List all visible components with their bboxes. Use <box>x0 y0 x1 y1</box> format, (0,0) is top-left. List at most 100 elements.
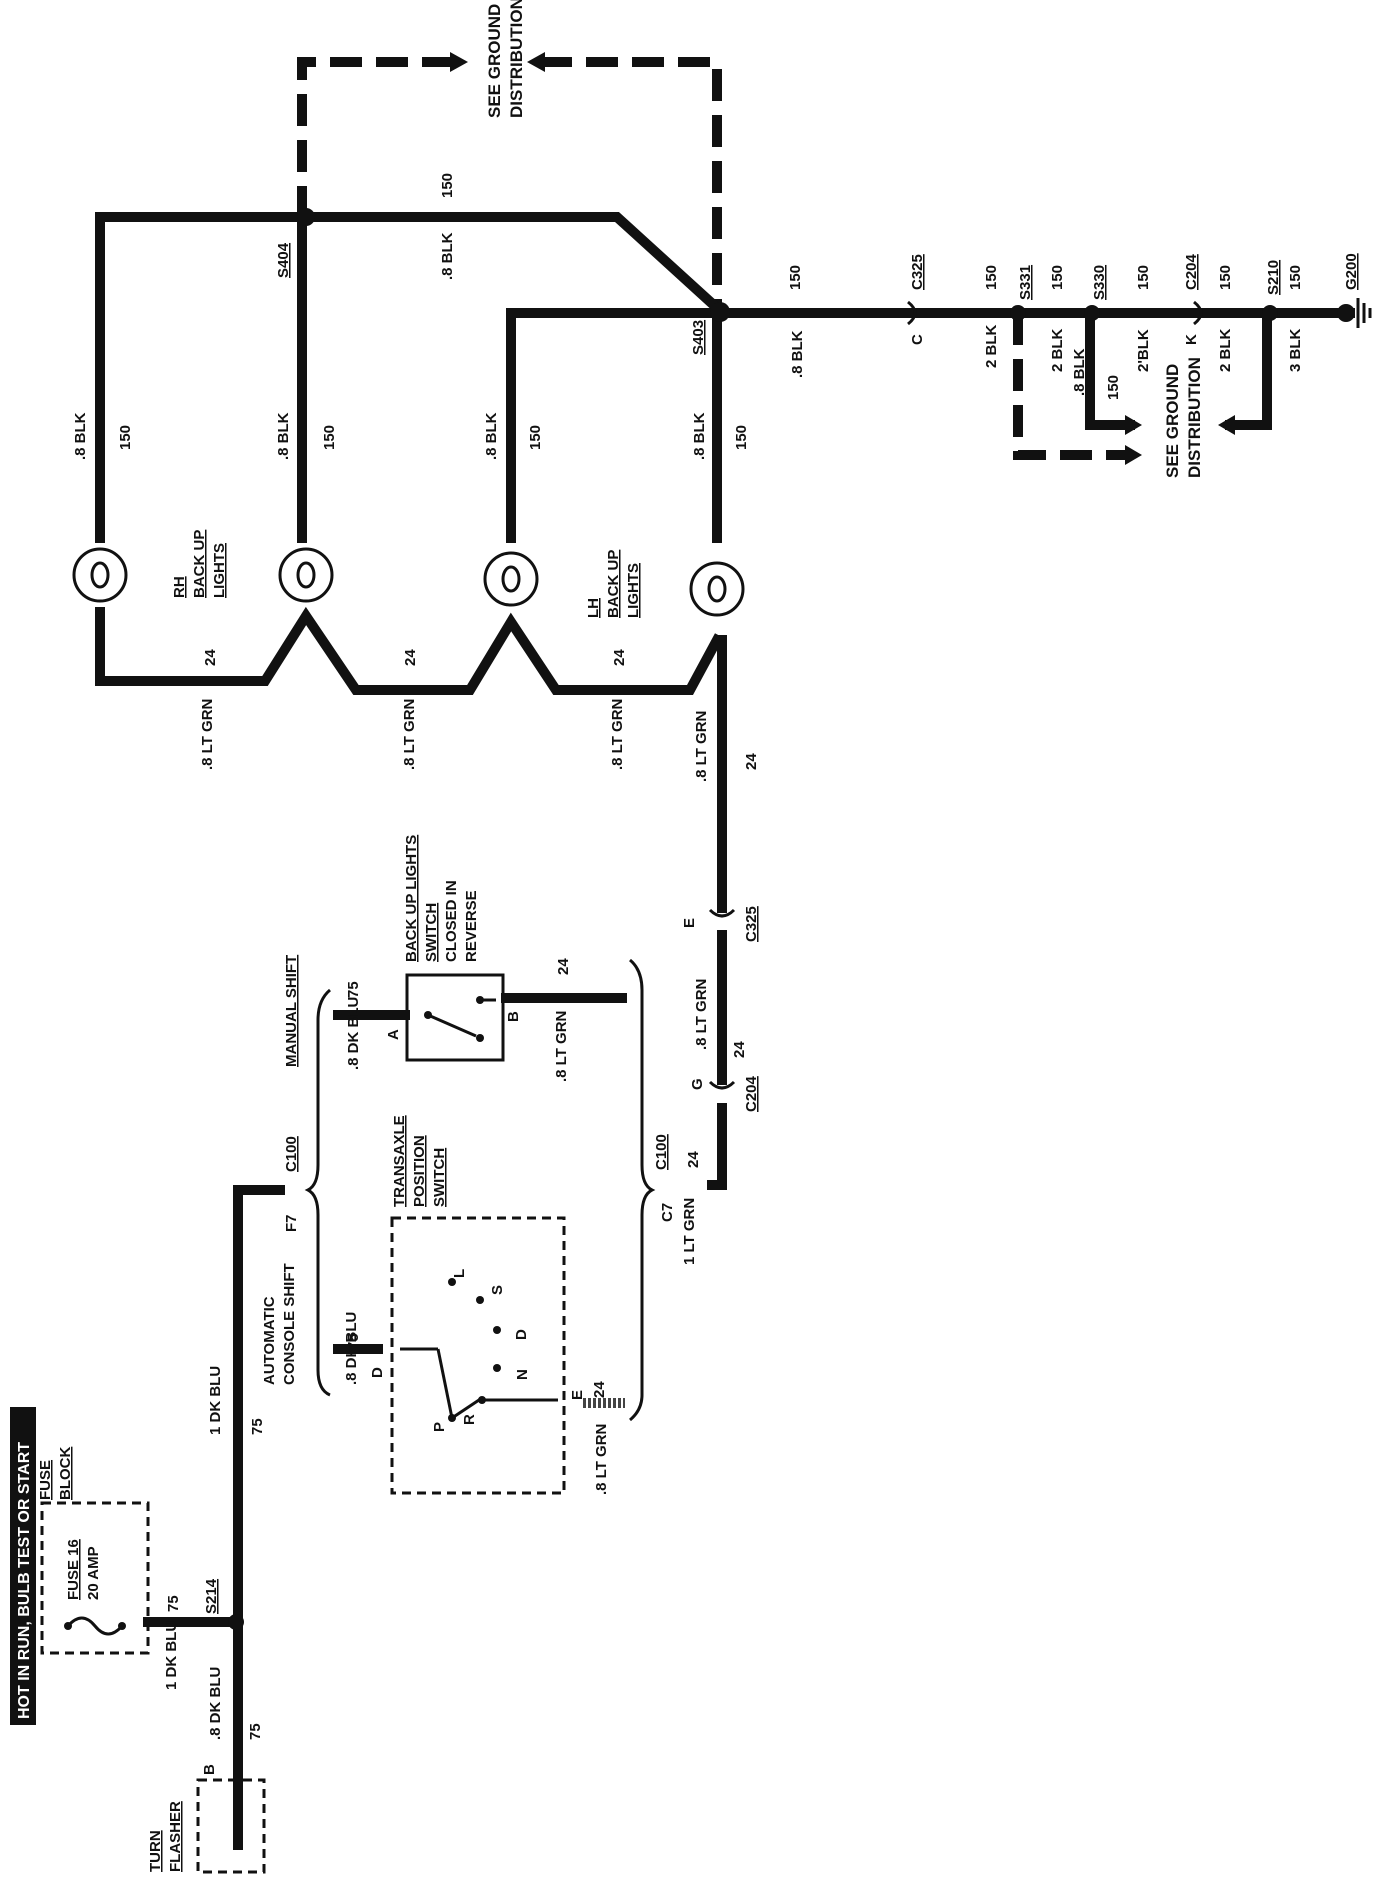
ground-g200-label: G200 <box>1343 253 1360 290</box>
fuse-block-title-2: BLOCK <box>57 1447 74 1500</box>
pos-r: R <box>461 1414 478 1425</box>
rh-inner-lamp-icon <box>278 547 334 603</box>
connector-c204-top-label: C204 <box>1183 253 1200 290</box>
connector-c100-label-b: C100 <box>653 1134 670 1170</box>
circuit-label: 150 <box>321 425 338 450</box>
wire-label: .8 BLK <box>483 412 500 460</box>
splice-s210-label: S210 <box>1265 260 1282 295</box>
fuse-rating: 20 AMP <box>85 1546 102 1600</box>
arrow-icon <box>1218 415 1235 435</box>
splice-s214-label: S214 <box>203 1578 220 1614</box>
circuit-label: 150 <box>1217 265 1234 290</box>
splice-s331-label: S331 <box>1017 265 1034 300</box>
connector-c325-top <box>907 300 917 326</box>
wire-s330-ground <box>1085 308 1135 430</box>
wire-label: 2 BLK <box>983 324 1000 368</box>
wire-label: 2'BLK <box>1135 329 1152 372</box>
circuit-label: 150 <box>1049 265 1066 290</box>
wire-label: .8 LT GRN <box>693 711 710 782</box>
circuit-label: 150 <box>439 173 456 198</box>
ground-dashed-s331 <box>1013 313 1125 460</box>
rh-outer-lamp-icon <box>72 547 128 603</box>
circuit-label: 150 <box>1105 375 1122 400</box>
circuit-label: 150 <box>983 265 1000 290</box>
wire-label: 1 LT GRN <box>681 1198 698 1265</box>
ground-dist-right-line-2: DISTRIBUTION <box>1185 357 1204 478</box>
wire-label: 1 DK BLU <box>207 1366 224 1435</box>
pin-k: K <box>1183 334 1200 345</box>
circuit-label: 24 <box>611 649 628 666</box>
power-banner <box>10 1407 36 1725</box>
connector-c204-mid <box>708 1080 736 1090</box>
rh-lamp-title-1: RH <box>171 576 188 598</box>
splice-s330-label: S330 <box>1091 265 1108 300</box>
wire-label: .8 LT GRN <box>593 1424 610 1495</box>
wire-label: .8 LT GRN <box>693 979 710 1050</box>
wire-label: .8 DK BLU <box>207 1667 224 1740</box>
lh-inner-lamp-icon <box>483 551 539 607</box>
wire-label: 2 BLK <box>1049 328 1066 372</box>
wire-label: 2 BLK <box>1217 328 1234 372</box>
circuit-label: 75 <box>165 1595 182 1612</box>
circuit-label: 150 <box>1135 265 1152 290</box>
backup-switch-title-1: BACK UP LIGHTS <box>403 835 420 962</box>
rh-lamp-title-3: LIGHTS <box>211 543 228 598</box>
wire-label: .8 LT GRN <box>609 699 626 770</box>
pos-l: L <box>451 1269 468 1278</box>
wire-label: .8 BLK <box>1071 348 1088 396</box>
turn-flasher-title-2: FLASHER <box>167 1801 184 1872</box>
circuit-label: 24 <box>743 753 760 770</box>
brace-right <box>628 958 656 1422</box>
wire-label: .8 BLK <box>275 412 292 460</box>
arrow-icon <box>527 52 545 72</box>
lh-lamp-title-1: LH <box>585 598 602 618</box>
pos-s: S <box>489 1285 506 1295</box>
circuit-label: 24 <box>591 1381 608 1398</box>
splice-s210-dot <box>1262 305 1278 321</box>
circuit-label: 24 <box>685 1151 702 1168</box>
circuit-label: 75 <box>345 981 362 998</box>
splice-s404-dot <box>297 208 315 226</box>
circuit-label: 75 <box>249 1418 266 1435</box>
circuit-label: 150 <box>527 425 544 450</box>
arrow-icon <box>1125 445 1142 465</box>
arrow-icon <box>450 52 468 72</box>
transaxle-title-2: POSITION <box>411 1135 428 1207</box>
transaxle-title-1: TRANSAXLE <box>391 1115 408 1207</box>
pin-g: G <box>689 1078 706 1090</box>
transaxle-title-3: SWITCH <box>431 1148 448 1207</box>
connector-c204-top <box>1193 300 1203 326</box>
circuit-label: 24 <box>202 649 219 666</box>
circuit-label: 24 <box>555 958 572 975</box>
wire-label: .8 LT GRN <box>553 1011 570 1082</box>
lh-lamp-title-2: BACK UP <box>605 550 622 618</box>
circuit-label: 150 <box>1287 265 1304 290</box>
wire-label: .8 DK BLU <box>343 1312 360 1385</box>
turn-flasher-title-1: TURN <box>147 1830 164 1872</box>
circuit-label: 150 <box>787 265 804 290</box>
fuse-block-title-1: FUSE <box>37 1460 54 1500</box>
wire-label: 3 BLK <box>1287 328 1304 372</box>
wire-label: .8 LT GRN <box>199 699 216 770</box>
backup-switch-box <box>405 973 505 1062</box>
pin-f7: F7 <box>283 1214 300 1232</box>
wire-label: .8 DK BLU <box>345 997 362 1070</box>
circuit-label: 75 <box>247 1723 264 1740</box>
wire-backup-feed-lamps <box>95 606 724 695</box>
wire-rh-outer-ground <box>95 212 725 543</box>
ground-g200-icon <box>1337 298 1372 328</box>
fuse-icon <box>64 1616 126 1636</box>
backup-switch-title-4: REVERSE <box>463 890 480 962</box>
wire-s210-ground <box>1225 308 1272 430</box>
pin-a: A <box>385 1029 402 1040</box>
ground-dist-top-line-2: DISTRIBUTION <box>507 0 526 118</box>
brace-left <box>304 988 332 1397</box>
pin-e-c325: E <box>681 918 698 928</box>
turn-flasher-box <box>196 1778 266 1874</box>
connector-c204-mid-label: C204 <box>743 1075 760 1112</box>
wire-ltgrn-vertical-lower <box>707 1103 727 1190</box>
circuit-label: 150 <box>733 425 750 450</box>
lh-outer-lamp-icon <box>689 561 745 617</box>
